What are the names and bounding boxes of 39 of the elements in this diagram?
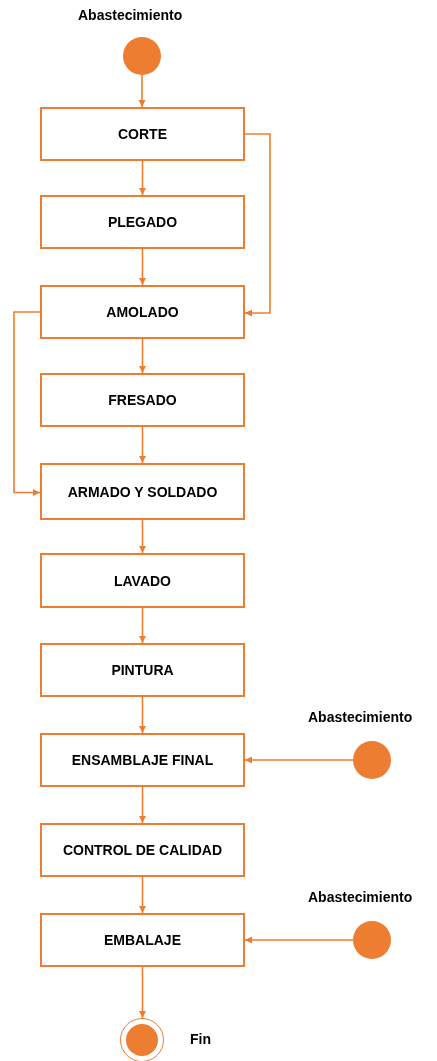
arrow — [138, 519, 147, 554]
process-label: EMBALAJE — [104, 932, 181, 948]
node-caption: Abastecimiento — [78, 7, 183, 23]
process-label: ARMADO Y SOLDADO — [67, 483, 218, 500]
arrow — [138, 160, 147, 196]
arrow — [138, 607, 147, 644]
process-box — [40, 373, 245, 427]
process-label: CONTROL DE CALIDAD — [62, 842, 223, 858]
process-box — [40, 195, 245, 249]
arrow — [138, 786, 147, 824]
arrow — [244, 936, 354, 944]
process-box — [40, 107, 245, 161]
node-caption: Abastecimiento — [308, 889, 413, 905]
arrow — [138, 338, 147, 374]
arrow — [244, 756, 354, 764]
arrow — [13, 311, 41, 497]
process-label: LAVADO — [113, 572, 171, 589]
process-label: PINTURA — [111, 662, 174, 678]
process-label: FRESADO — [108, 392, 177, 408]
process-box — [40, 643, 245, 697]
process-label: PLEGADO — [107, 214, 178, 230]
process-box — [40, 463, 245, 520]
process-label: CORTE — [118, 126, 167, 142]
node-caption: Abastecimiento — [308, 709, 413, 725]
arrow — [138, 966, 147, 1019]
arrow — [138, 248, 147, 286]
process-box — [40, 285, 245, 339]
arrow — [244, 133, 271, 317]
arrow — [138, 876, 147, 914]
node-caption: Fin — [190, 1031, 211, 1047]
process-label: ENSAMBLAJE FINAL — [71, 752, 214, 768]
process-box — [40, 733, 245, 787]
process-box — [40, 913, 245, 967]
process-box — [40, 823, 245, 877]
arrow — [138, 696, 147, 734]
arrow — [138, 74, 146, 108]
process-label: AMOLADO — [106, 304, 179, 320]
process-box — [40, 553, 245, 608]
arrow — [138, 426, 147, 464]
